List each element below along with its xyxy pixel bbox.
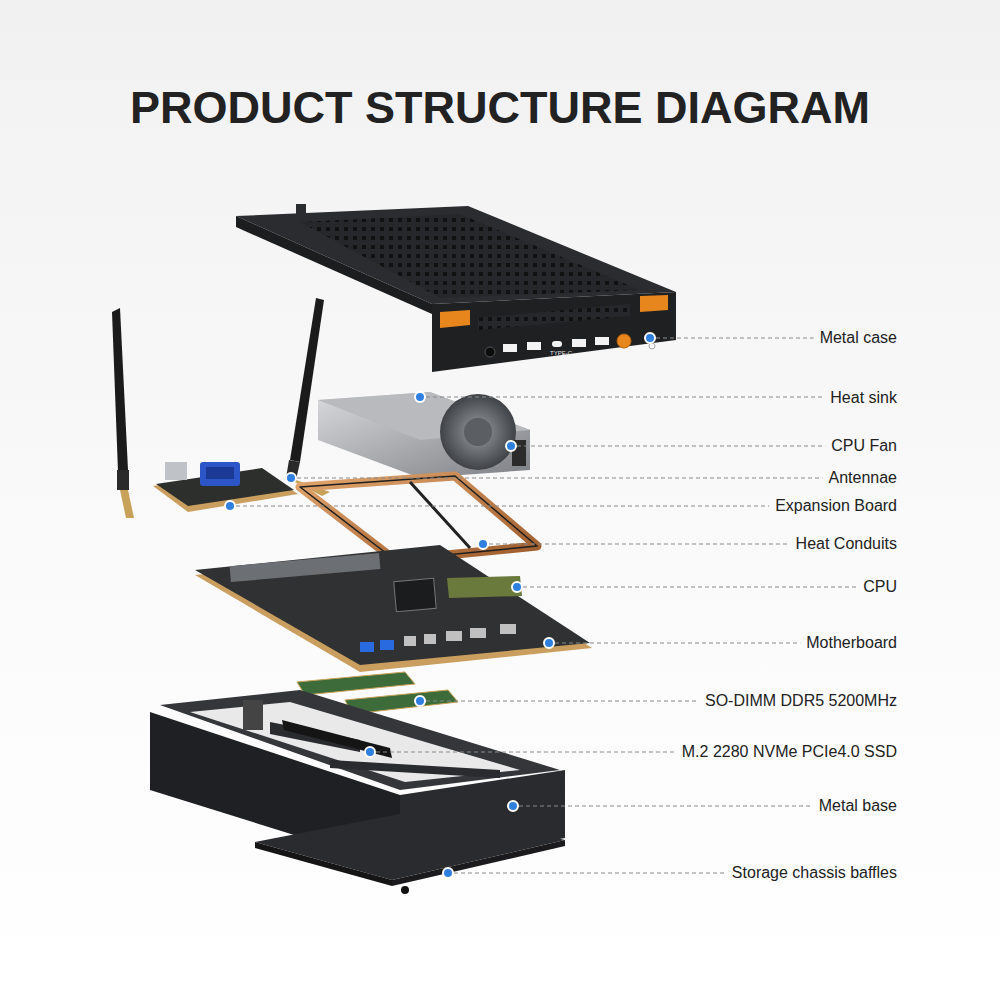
callout-dot [365, 747, 375, 757]
leader-line [523, 587, 857, 588]
metal-case [236, 204, 676, 372]
part-name: Heat Conduits [796, 534, 897, 554]
leader-line [236, 506, 769, 507]
leader-line [555, 643, 800, 644]
expansion-board [153, 462, 298, 512]
callout-dot [415, 392, 425, 402]
callout-dot [508, 801, 518, 811]
callout-dot [512, 582, 522, 592]
leader-line [426, 701, 699, 702]
part-name: Antennae [828, 468, 897, 488]
part-name: M.2 2280 NVMe PCIe4.0 SSD [682, 742, 897, 762]
leader-line [426, 397, 824, 398]
part-name: Heat sink [830, 388, 897, 408]
callout-dot [286, 473, 296, 483]
callout-dot [544, 638, 554, 648]
leader-line [517, 446, 825, 447]
part-name: Expansion Board [775, 496, 897, 516]
storage-chassis-baffle [255, 808, 565, 894]
part-name: Motherboard [806, 633, 897, 653]
part-name: Storage chassis baffles [732, 863, 897, 883]
callout-dot [478, 539, 488, 549]
motherboard [195, 545, 592, 672]
callout-dot [506, 441, 516, 451]
leader-line [376, 752, 676, 753]
callout-dot [225, 501, 235, 511]
callout-dot [645, 333, 655, 343]
leader-line [519, 806, 813, 807]
port-label: TYPE-C [550, 350, 572, 357]
part-name: CPU [863, 577, 897, 597]
leader-line [297, 478, 822, 479]
part-name: Metal case [820, 328, 897, 348]
callout-dot [443, 868, 453, 878]
leader-line [454, 873, 726, 874]
heat-sink [318, 392, 530, 478]
part-name: Metal base [819, 796, 897, 816]
part-name: SO-DIMM DDR5 5200MHz [705, 691, 897, 711]
title: PRODUCT STRUCTURE DIAGRAM [0, 78, 1000, 138]
leader-line [656, 338, 814, 339]
callout-dot [415, 696, 425, 706]
part-name: CPU Fan [831, 436, 897, 456]
leader-line [489, 544, 790, 545]
